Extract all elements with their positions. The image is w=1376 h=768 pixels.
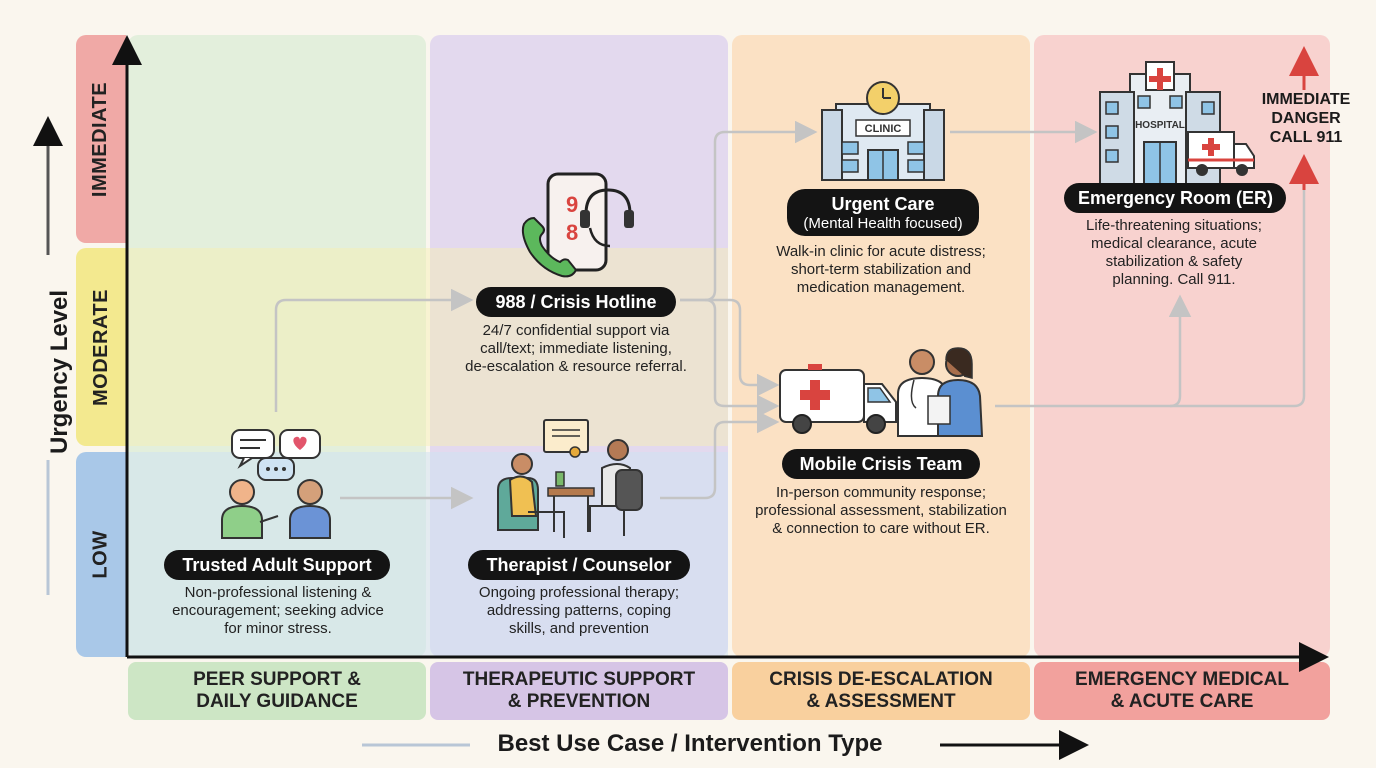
emergency-room-description: Life-threatening situations; medical cle…	[1044, 217, 1304, 289]
connector-mobile-to-er	[995, 172, 1306, 408]
column-label-therapeutic-line2: & PREVENTION	[507, 691, 651, 712]
urgent-care-title: Urgent Care	[831, 194, 935, 214]
desc-line: medical clearance, acute	[1091, 235, 1257, 252]
column-label-peer-line1: PEER SUPPORT &	[193, 669, 361, 690]
connector-trusted-to-hotline	[274, 288, 474, 412]
therapist-session-icon	[497, 419, 643, 538]
desc-line: for minor stress.	[224, 620, 332, 637]
desc-line: encouragement; seeking advice	[172, 602, 384, 619]
mobile-crisis-team-description: In-person community response; profession…	[736, 484, 1026, 538]
urgent-care-description: Walk-in clinic for acute distress; short…	[746, 243, 1016, 297]
desc-line: medication management.	[796, 279, 966, 296]
column-label-peer-line2: DAILY GUIDANCE	[196, 691, 358, 712]
desc-line: 24/7 confidential support via	[482, 322, 670, 339]
trusted-adult-support-label: Trusted Adult Support	[164, 550, 390, 580]
danger-line: DANGER	[1271, 110, 1341, 127]
column-tab-therapeutic: THERAPEUTIC SUPPORT& PREVENTION	[430, 662, 728, 720]
desc-line: Non-professional listening &	[184, 584, 372, 601]
desc-line: & connection to care without ER.	[772, 520, 990, 537]
urgent-care-subtitle: (Mental Health focused)	[803, 215, 963, 232]
desc-line: skills, and prevention	[508, 620, 650, 637]
trusted-adult-support-description: Non-professional listening & encourageme…	[140, 584, 416, 638]
clinic-sign: CLINIC	[865, 123, 902, 135]
desc-line: stabilization & safety	[1105, 253, 1243, 270]
urgent-care-label: Urgent Care (Mental Health focused)	[787, 189, 979, 236]
column-tab-peer: PEER SUPPORT &DAILY GUIDANCE	[128, 662, 426, 720]
row-band-moderate	[128, 248, 728, 446]
connector-hotline-to-mobile	[680, 298, 780, 418]
crisis-hotline-label: 988 / Crisis Hotline	[476, 287, 676, 317]
column-label-emergency-line1: EMERGENCY MEDICAL	[1075, 669, 1289, 690]
desc-line: Ongoing professional therapy;	[478, 584, 680, 601]
therapist-counselor-description: Ongoing professional therapy; addressing…	[440, 584, 718, 638]
crisis-hotline-phone-icon: 9 8	[521, 172, 634, 278]
danger-line: IMMEDIATE	[1261, 91, 1351, 108]
phone-digit-8: 8	[566, 220, 578, 245]
emergency-room-label: Emergency Room (ER)	[1064, 183, 1286, 213]
desc-line: In-person community response;	[775, 484, 987, 501]
column-tab-crisis: CRISIS DE-ESCALATION& ASSESSMENT	[732, 662, 1030, 720]
desc-line: short-term stabilization and	[790, 261, 972, 278]
row-tab-moderate: MODERATE	[76, 248, 126, 446]
desc-line: planning. Call 911.	[1112, 271, 1236, 288]
desc-line: Walk-in clinic for acute distress;	[776, 243, 986, 260]
x-axis-title: Best Use Case / Intervention Type	[497, 730, 883, 757]
desc-line: professional assessment, stabilization	[755, 502, 1007, 519]
immediate-danger-callout: IMMEDIATE DANGER CALL 911	[1246, 90, 1366, 147]
danger-line: CALL 911	[1269, 129, 1343, 146]
desc-line: call/text; immediate listening,	[480, 340, 672, 357]
row-tab-low: LOW	[76, 452, 126, 657]
crisis-hotline-description: 24/7 confidential support via call/text;…	[436, 322, 716, 376]
column-tab-emergency: EMERGENCY MEDICAL& ACUTE CARE	[1034, 662, 1330, 720]
hospital-building-icon: HOSPITAL	[1099, 61, 1221, 185]
row-tab-immediate: IMMEDIATE	[76, 35, 126, 243]
column-label-emergency-line2: & ACUTE CARE	[1110, 691, 1254, 712]
phone-digit-9: 9	[566, 192, 578, 217]
trusted-adult-icon	[221, 429, 331, 539]
y-axis-title: Urgency Level	[46, 289, 73, 454]
connector-therapist-to-mobile	[660, 410, 780, 500]
desc-line: Life-threatening situations;	[1086, 217, 1262, 234]
column-label-therapeutic-line1: THERAPEUTIC SUPPORT	[462, 669, 696, 690]
urgent-care-clinic-icon: CLINIC	[821, 81, 945, 181]
therapist-counselor-label: Therapist / Counselor	[468, 550, 690, 580]
column-label-crisis-line2: & ASSESSMENT	[806, 691, 956, 712]
crisis-team-people-icon	[897, 347, 984, 437]
desc-line: addressing patterns, coping	[486, 602, 672, 619]
mobile-crisis-ambulance-icon	[779, 364, 897, 434]
column-label-crisis-line1: CRISIS DE-ESCALATION	[769, 669, 993, 690]
hospital-sign: HOSPITAL	[1135, 120, 1185, 131]
ambulance-small-icon	[1187, 131, 1255, 176]
mobile-crisis-team-label: Mobile Crisis Team	[782, 449, 980, 479]
desc-line: de-escalation & resource referral.	[465, 358, 687, 375]
